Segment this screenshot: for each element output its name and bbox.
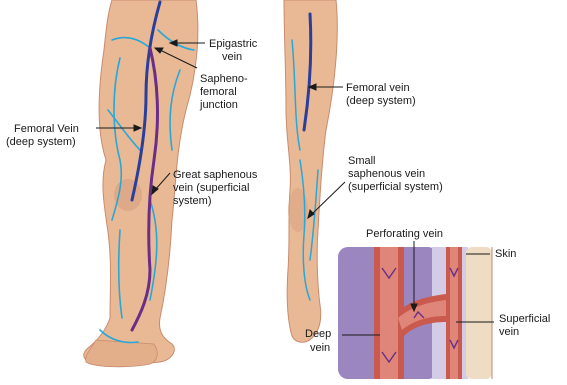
superficial-vein-lumen xyxy=(450,247,458,379)
label-femoral-left-1: Femoral Vein xyxy=(14,123,79,135)
label-femoral-right-1: Femoral vein xyxy=(346,82,410,94)
label-small-saphenous-3: (superficial system) xyxy=(348,181,443,193)
label-great-saphenous-2: vein (superficial xyxy=(173,182,249,194)
label-sapheno-1: Sapheno- xyxy=(200,73,248,85)
right-leg-illustration xyxy=(284,0,337,342)
left-foot xyxy=(86,340,158,367)
vein-cross-section xyxy=(338,247,492,379)
label-small-saphenous-2: saphenous vein xyxy=(348,168,425,180)
label-epigastric-1: Epigastric xyxy=(209,38,258,50)
label-deep-vein-2: vein xyxy=(310,342,330,354)
skin-layer xyxy=(466,247,492,379)
deep-vein-lumen xyxy=(380,247,398,379)
label-great-saphenous-3: system) xyxy=(173,195,212,207)
label-femoral-left-2: (deep system) xyxy=(6,136,76,148)
label-small-saphenous-1: Small xyxy=(348,155,376,167)
label-superficial-vein-2: vein xyxy=(499,326,519,338)
label-skin: Skin xyxy=(495,248,516,260)
label-femoral-right-2: (deep system) xyxy=(346,95,416,107)
label-epigastric-2: vein xyxy=(222,51,242,63)
label-sapheno-2: femoral xyxy=(200,86,237,98)
label-superficial-vein-1: Superficial xyxy=(499,313,550,325)
label-perforating-vein: Perforating vein xyxy=(366,228,443,240)
label-sapheno-3: junction xyxy=(199,99,238,111)
label-deep-vein-1: Deep xyxy=(305,328,331,340)
label-great-saphenous-1: Great saphenous xyxy=(173,169,258,181)
